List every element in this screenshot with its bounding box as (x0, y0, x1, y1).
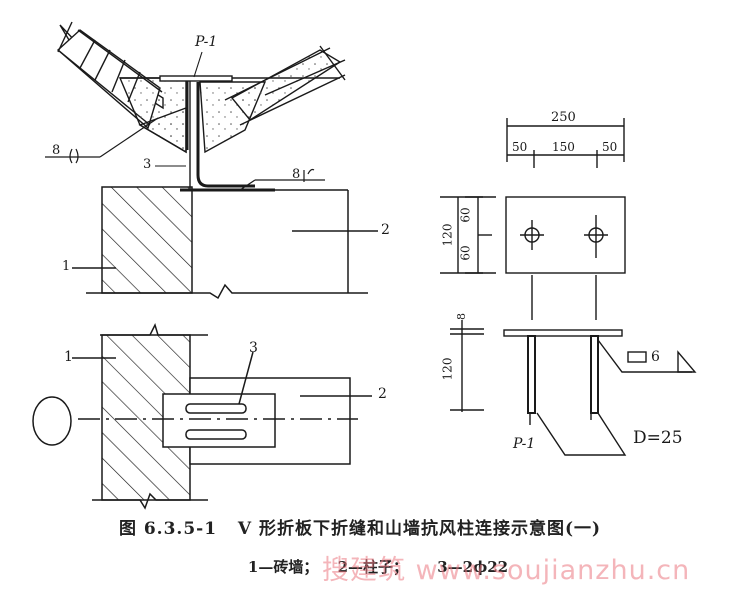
label-p1-top: P-1 (195, 34, 218, 50)
plate-detail-plan (440, 118, 626, 274)
brick-wall-section (101, 186, 193, 294)
caption-title: V 形折板下折缝和山墙抗风柱连接示意图(一) (237, 519, 602, 539)
left-slab-hatch (79, 39, 141, 103)
label-rod-dia: D=25 (633, 428, 683, 448)
leader-p1-top (193, 51, 203, 78)
plate-section (503, 329, 623, 337)
wall-column-elevation (72, 186, 378, 300)
label-weld-size: 6 (651, 349, 660, 365)
legend-item-1: 1—砖墙； (247, 558, 319, 576)
dim-height-total: 120 (440, 223, 455, 247)
dim-spacing: 150 (552, 140, 575, 154)
legend-item-2: 2—柱子； (337, 558, 408, 576)
label-item3-plan: 3 (249, 340, 258, 356)
plan-view (32, 322, 372, 510)
anchor-rod-left (527, 335, 536, 414)
slot-lower (185, 429, 247, 440)
watermark: 搜建筑 www.soujianzhu.cn (322, 555, 691, 586)
weld-callout-left (45, 117, 159, 164)
dim-half-top: 60 (458, 207, 473, 223)
label-item1-top: 1 (62, 259, 71, 274)
dim-rod-length: 120 (440, 357, 455, 381)
v-fold-elevation (56, 21, 346, 192)
caption-number: 图 6.3.5-1 (118, 519, 218, 539)
weld-callout-right (239, 168, 325, 191)
slot-upper (185, 403, 247, 414)
label-weld-left: 8 (52, 143, 61, 158)
label-plate-detail: P-1 (513, 436, 536, 452)
dim-half-bottom: 60 (458, 245, 473, 261)
dim-edge-left: 50 (512, 140, 528, 154)
legend-item-3: 3—2ϕ22 (437, 558, 509, 576)
embed-plate-plan (162, 393, 276, 448)
dim-overall-width: 250 (551, 110, 576, 125)
label-item2-plan: 2 (378, 386, 387, 402)
anchor-rod-right (590, 335, 599, 414)
top-plate-p1 (159, 75, 233, 82)
dim-edge-right: 50 (602, 140, 618, 154)
label-weld-right: 8 (292, 167, 301, 182)
label-item2-top: 2 (381, 222, 390, 238)
dim-plate-thickness: 8 (455, 313, 468, 320)
figure-caption: 图 6.3.5-1 V 形折板下折缝和山墙抗风柱连接示意图(一) (0, 514, 726, 539)
label-item1-plan: 1 (64, 349, 73, 365)
weld-symbol-box (627, 351, 647, 363)
weld-triangle (677, 350, 697, 373)
axis-bubble (32, 396, 72, 446)
figure-legend: 1—砖墙； 2—柱子； 3—2ϕ22 (12, 556, 732, 577)
plate-detail-section (450, 275, 697, 456)
break-line (86, 283, 368, 300)
label-item3-top: 3 (143, 157, 152, 172)
